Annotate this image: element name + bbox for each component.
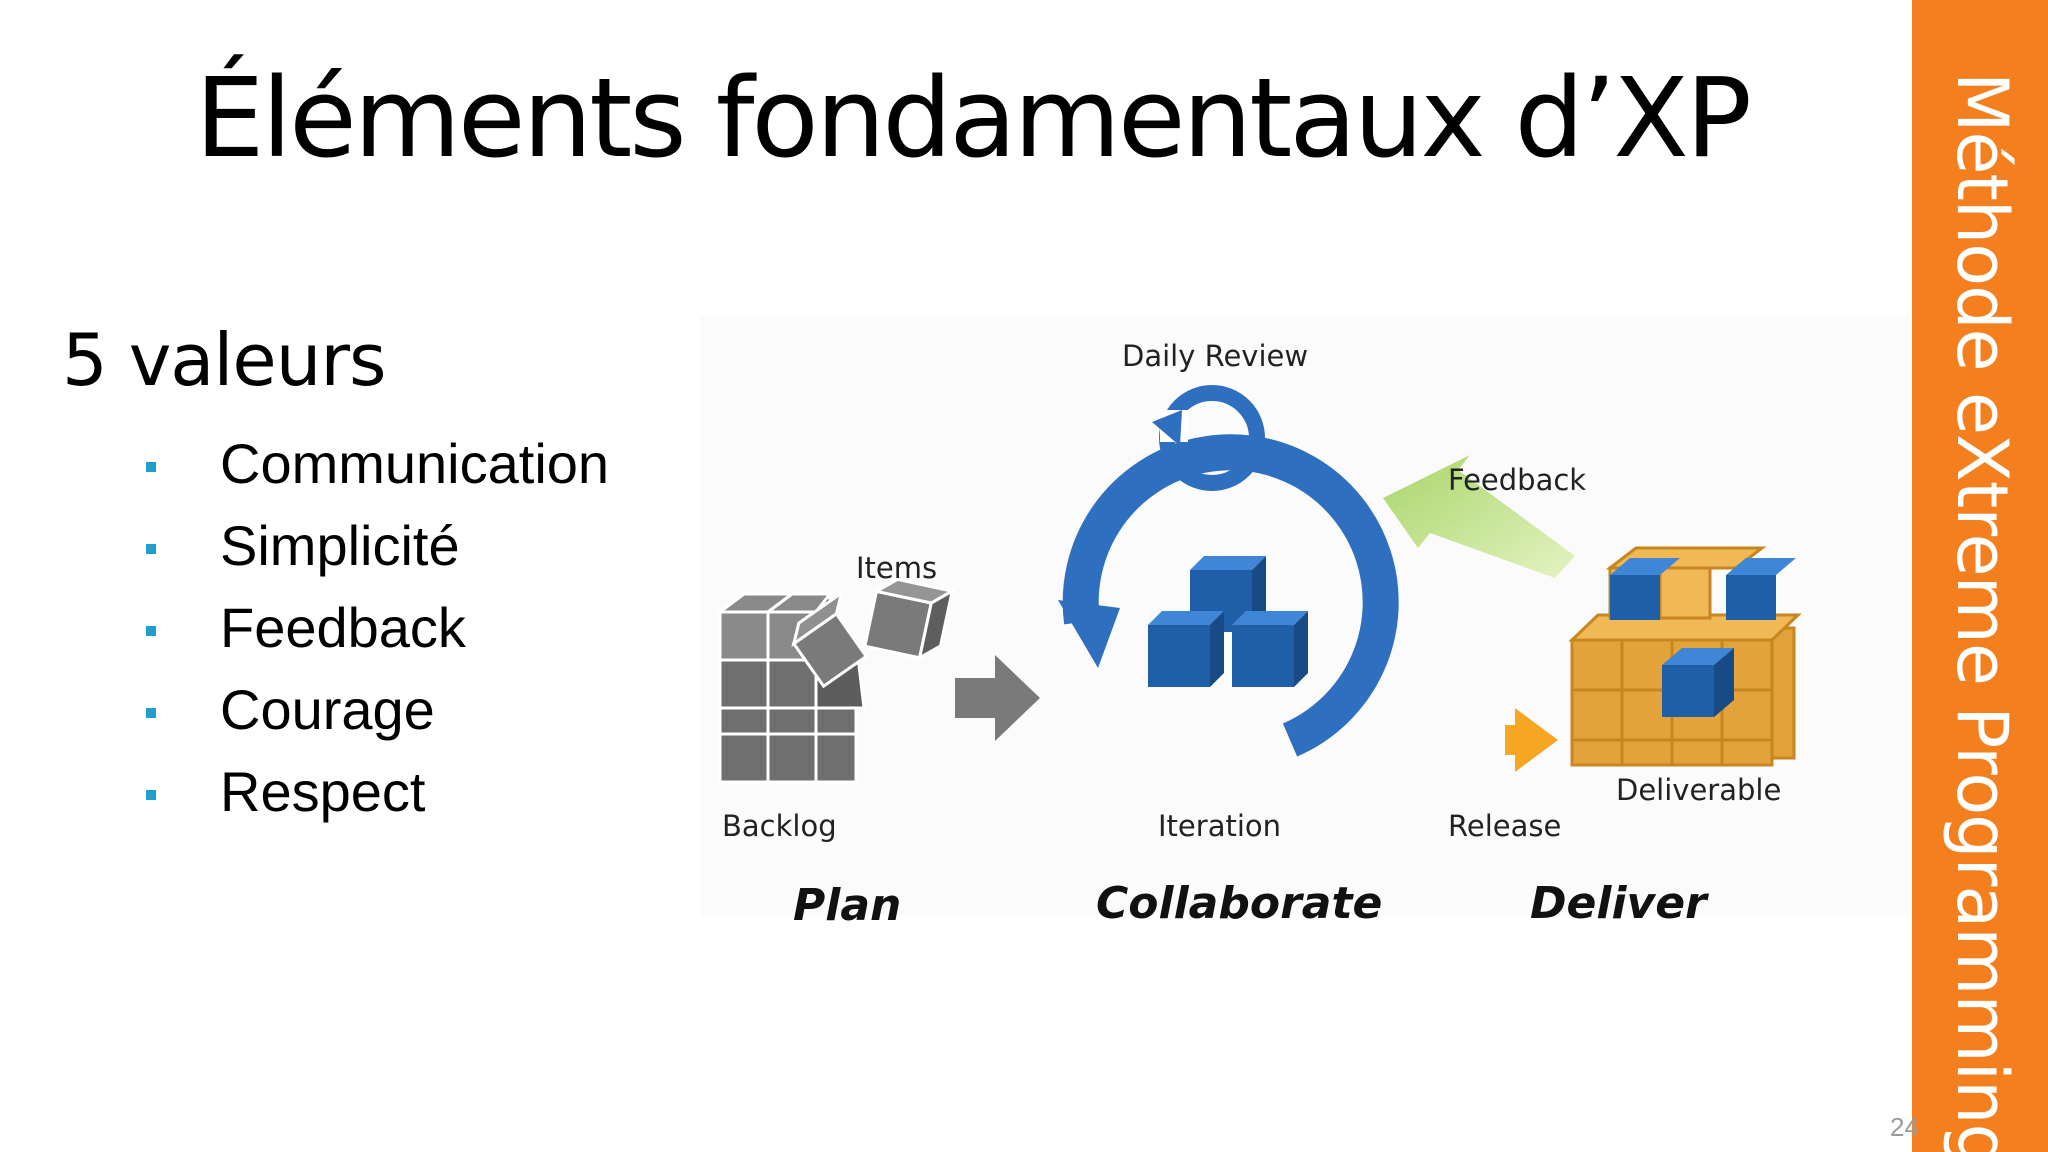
square-bullet-icon <box>146 790 156 800</box>
value-text: Simplicité <box>220 514 460 577</box>
square-bullet-icon <box>146 544 156 554</box>
feedback-arrow-icon <box>1383 455 1575 578</box>
phase-plan-label: Plan <box>793 880 901 931</box>
backlog-cubes-icon <box>715 577 957 784</box>
backlog-label: Backlog <box>722 809 837 843</box>
iteration-cubes-icon <box>1148 556 1308 687</box>
section-heading: 5 valeurs <box>62 318 386 402</box>
items-label: Items <box>856 551 937 585</box>
square-bullet-icon <box>146 626 156 636</box>
deliverable-label: Deliverable <box>1616 773 1781 807</box>
value-text: Respect <box>220 760 426 823</box>
daily-review-label: Daily Review <box>1122 339 1308 373</box>
feedback-label: Feedback <box>1448 463 1586 497</box>
value-text: Feedback <box>220 596 466 659</box>
slide-title: Éléments fondamentaux d’XP <box>195 54 1752 182</box>
release-label: Release <box>1448 809 1561 843</box>
iteration-label: Iteration <box>1158 809 1281 843</box>
release-arrow-icon <box>1505 708 1558 772</box>
daily-review-cycle-icon <box>1152 385 1265 491</box>
phase-collaborate-label: Collaborate <box>1096 878 1382 929</box>
sidebar-title: Méthode eXtreme Programming <box>1941 72 2023 1152</box>
square-bullet-icon <box>146 708 156 718</box>
iteration-cycle-icon <box>1058 434 1520 757</box>
section-sidebar <box>1912 0 2048 1152</box>
phase-deliver-label: Deliver <box>1530 878 1709 929</box>
value-text: Courage <box>220 678 435 741</box>
deliverable-cubes-icon <box>1568 546 1802 767</box>
arrow-right-icon <box>955 655 1040 741</box>
value-text: Communication <box>220 432 610 495</box>
page-number: 24 <box>1890 1112 1919 1142</box>
square-bullet-icon <box>146 462 156 472</box>
